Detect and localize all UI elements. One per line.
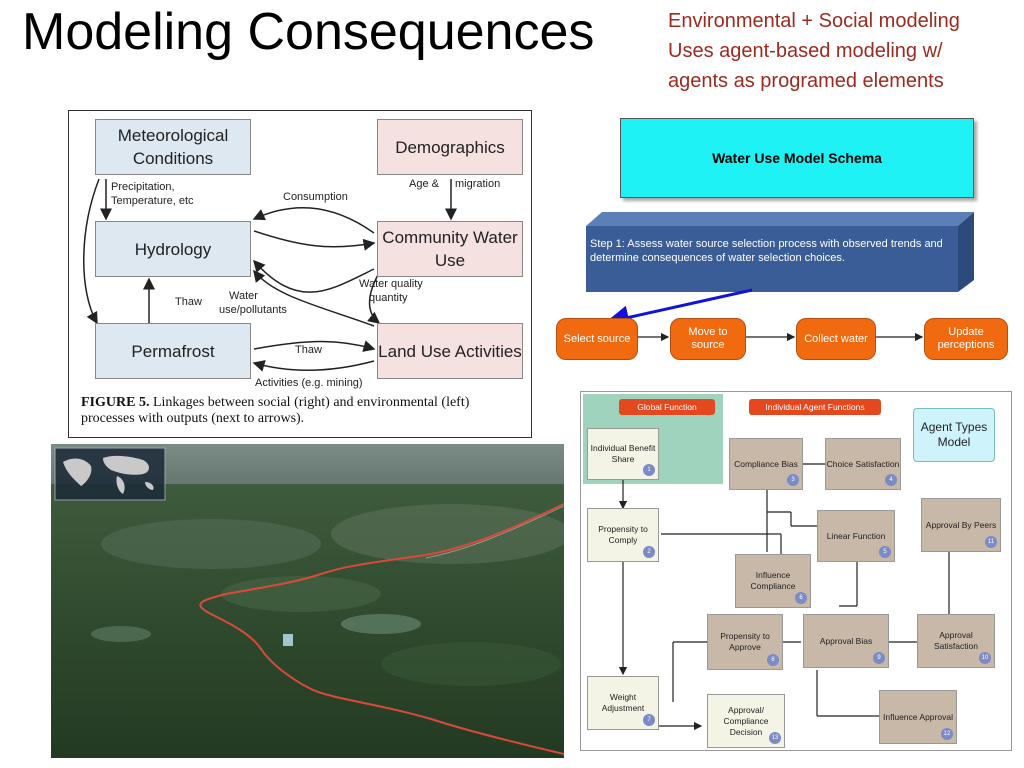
label-temperature: Temperature, etc xyxy=(111,195,194,207)
note-line-3: agents as programed elements xyxy=(668,70,944,92)
node-number: 6 xyxy=(795,592,807,604)
node-label: Approval Satisfaction xyxy=(934,630,978,651)
node-label: Influence Approval xyxy=(883,711,953,722)
node-number: 5 xyxy=(879,546,891,558)
global-function-label: Global Function xyxy=(619,399,715,415)
note-line-2: Uses agent-based modeling w/ xyxy=(668,40,943,62)
schema-title-box: Water Use Model Schema xyxy=(620,118,974,198)
node-number: 13 xyxy=(769,732,781,744)
node-linear-function: Linear Function 5 xyxy=(817,510,895,562)
node-label: Propensity to Approve xyxy=(720,631,770,652)
node-influence-approval: Influence Approval 12 xyxy=(879,690,957,744)
figure5-caption-text: Linkages between social (right) and envi… xyxy=(81,395,470,426)
node-label: Approval Bias xyxy=(819,635,873,646)
label-water: Water xyxy=(229,290,258,302)
node-label: Individual Benefit Share xyxy=(590,443,656,464)
node-number: 1 xyxy=(643,464,655,476)
label-thaw-middle: Thaw xyxy=(295,344,322,356)
node-choice-satisfaction: Choice Satisfaction 4 xyxy=(825,438,901,490)
agent-types-model-box: Agent Types Model xyxy=(913,408,995,462)
slide-title: Modeling Consequences xyxy=(22,3,595,61)
note-line-1: Environmental + Social modeling xyxy=(668,10,960,32)
node-label: Linear Function xyxy=(826,530,886,541)
label-age: Age & xyxy=(409,178,439,190)
node-number: 11 xyxy=(985,536,997,548)
box-permafrost: Permafrost xyxy=(95,323,251,379)
node-label: Approval By Peers xyxy=(925,519,997,530)
step-update-perceptions: Update perceptions xyxy=(924,318,1008,360)
node-label: Influence Compliance xyxy=(750,570,796,591)
node-number: 8 xyxy=(767,654,779,666)
node-number: 4 xyxy=(885,474,897,486)
node-approval-by-peers: Approval By Peers 11 xyxy=(921,498,1001,552)
agent-functions-diagram: Global Function Individual Agent Functio… xyxy=(580,391,1012,751)
node-label: Weight Adjustment xyxy=(601,692,645,713)
node-label: Approval/ Compliance Decision xyxy=(723,704,769,737)
box-land-use: Land Use Activities xyxy=(377,323,523,379)
node-number: 9 xyxy=(873,652,885,664)
node-label: Choice Satisfaction xyxy=(826,458,900,469)
step-select-source: Select source xyxy=(556,318,638,360)
figure5-caption: FIGURE 5. Linkages between social (right… xyxy=(81,395,521,427)
label-water-quality: Water quality xyxy=(359,278,423,290)
node-number: 3 xyxy=(787,474,799,486)
schema-banner-and-arrows xyxy=(586,212,974,342)
node-propensity-to-approve: Propensity to Approve 8 xyxy=(707,614,783,670)
label-migration: migration xyxy=(455,178,501,190)
individual-agent-functions-label: Individual Agent Functions xyxy=(749,399,881,415)
node-number: 2 xyxy=(643,546,655,558)
box-meteorological: Meteorological Conditions xyxy=(95,119,251,175)
step-collect-water: Collect water xyxy=(796,318,876,360)
figure5-arrows xyxy=(83,178,457,372)
terrain-render xyxy=(51,444,564,758)
node-number: 10 xyxy=(979,652,991,664)
label-precipitation: Precipitation, xyxy=(111,181,175,193)
step-move-to-source: Move to source xyxy=(670,318,746,360)
node-number: 12 xyxy=(941,728,953,740)
step1-description: Step 1: Assess water source selection pr… xyxy=(590,238,943,264)
figure5-linkages: Meteorological Conditions Demographics H… xyxy=(68,110,532,438)
node-compliance-bias: Compliance Bias 3 xyxy=(729,438,803,490)
label-consumption: Consumption xyxy=(283,191,348,203)
label-thaw-left: Thaw xyxy=(175,296,202,308)
satellite-terrain-image xyxy=(51,444,564,758)
box-demographics: Demographics xyxy=(377,119,523,175)
node-number: 7 xyxy=(643,714,655,726)
figure5-caption-label: FIGURE 5. xyxy=(81,395,150,410)
label-use-pollutants: use/pollutants xyxy=(219,304,287,316)
box-hydrology: Hydrology xyxy=(95,221,251,277)
label-activities: Activities (e.g. mining) xyxy=(255,377,363,389)
node-label: Propensity to Comply xyxy=(598,524,648,545)
node-label: Compliance Bias xyxy=(734,458,798,469)
box-community-water-use: Community Water Use xyxy=(377,221,523,277)
label-quantity: quantity xyxy=(369,292,408,304)
